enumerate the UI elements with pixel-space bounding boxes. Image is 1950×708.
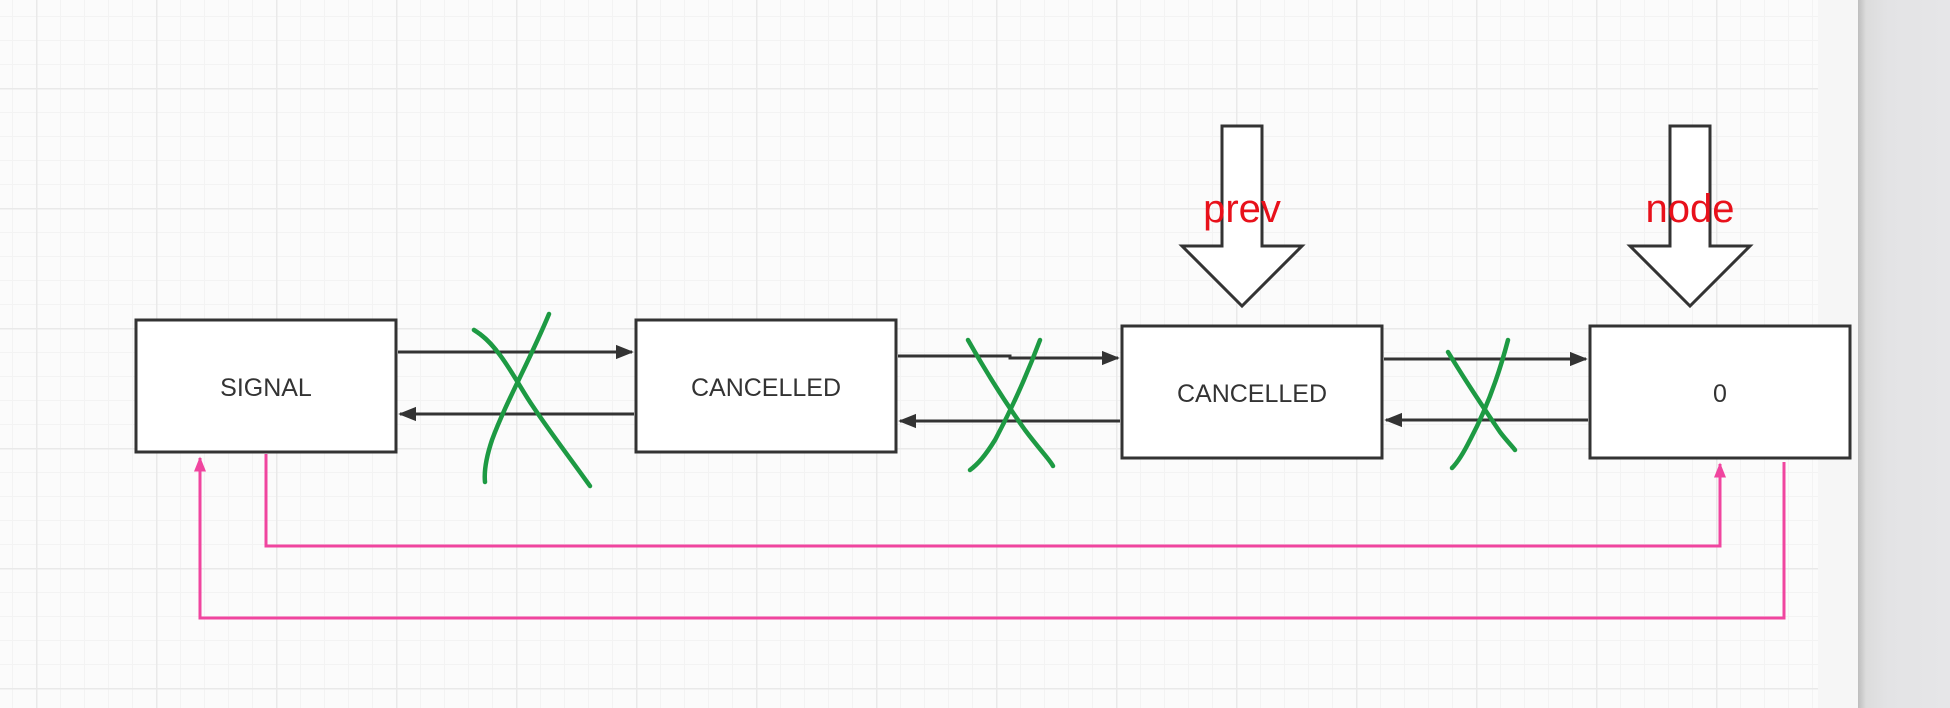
links-cancelled-cancelled xyxy=(898,350,1120,429)
node-cancelled-1: CANCELLED xyxy=(634,318,898,454)
node-label: CANCELLED xyxy=(1177,380,1327,408)
prev-pointer-arrow xyxy=(1178,124,1306,309)
node-zero: 0 xyxy=(1588,324,1852,460)
node-label: SIGNAL xyxy=(220,374,312,402)
cross-mark-1 xyxy=(471,311,593,489)
cross-mark-3 xyxy=(1445,337,1518,471)
cross-mark-2 xyxy=(965,337,1056,473)
new-next-link-arrow xyxy=(264,454,1726,548)
links-signal-cancelled xyxy=(398,344,634,422)
node-pointer-arrow xyxy=(1626,124,1754,309)
node-label: 0 xyxy=(1713,380,1727,408)
node-signal: SIGNAL xyxy=(134,318,398,454)
prev-pointer-label: prev xyxy=(1203,187,1281,231)
side-panel-shadow xyxy=(1858,0,1950,708)
new-prev-link-arrow xyxy=(194,456,1786,620)
links-cancelled-zero xyxy=(1384,351,1588,428)
node-cancelled-2: CANCELLED xyxy=(1120,324,1384,460)
node-label: CANCELLED xyxy=(691,374,841,402)
node-pointer-label: node xyxy=(1646,187,1735,231)
grid-canvas xyxy=(0,0,1818,708)
next-link-arrow xyxy=(898,350,1120,366)
